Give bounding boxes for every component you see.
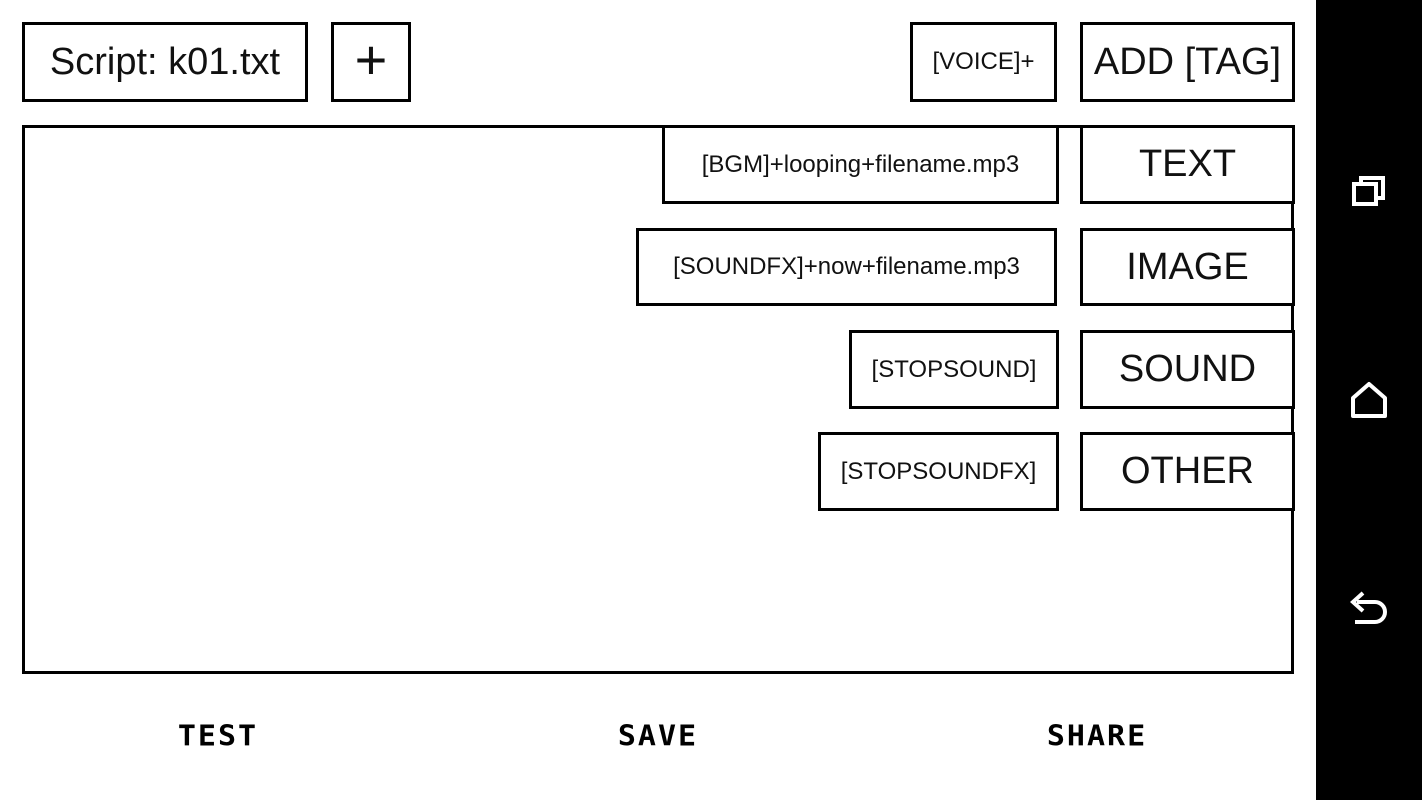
recent-apps-button[interactable]: [1316, 152, 1422, 232]
plus-icon: +: [354, 28, 388, 91]
voice-label: [VOICE]+: [932, 48, 1035, 75]
recent-apps-icon: [1352, 176, 1385, 206]
test-button[interactable]: TEST: [158, 717, 278, 755]
category-label: IMAGE: [1126, 245, 1249, 288]
tag-option-label: [STOPSOUNDFX]: [840, 457, 1037, 485]
back-button[interactable]: [1316, 568, 1422, 648]
tag-option-label: [SOUNDFX]+now+filename.mp3: [673, 253, 1020, 280]
tag-option-stopsound[interactable]: [STOPSOUND]: [849, 330, 1059, 409]
system-navigation-bar: [1316, 0, 1422, 800]
back-icon: [1350, 591, 1387, 624]
tag-option-label: [BGM]+looping+filename.mp3: [701, 150, 1020, 178]
tag-option-label: [STOPSOUND]: [871, 355, 1037, 383]
script-name-button[interactable]: Script: k01.txt: [22, 22, 308, 102]
script-name-label: Script: k01.txt: [49, 40, 281, 83]
category-label: OTHER: [1121, 450, 1254, 492]
home-icon: [1351, 382, 1387, 418]
category-other-button[interactable]: OTHER: [1080, 432, 1295, 511]
category-sound-button[interactable]: SOUND: [1080, 330, 1295, 409]
tag-option-bgm[interactable]: [BGM]+looping+filename.mp3: [662, 125, 1059, 204]
share-label: SHARE: [1046, 719, 1148, 753]
category-label: SOUND: [1118, 348, 1257, 390]
category-text-button[interactable]: TEXT: [1080, 125, 1295, 204]
add-script-button[interactable]: +: [331, 22, 411, 102]
add-tag-label: ADD [TAG]: [1093, 40, 1282, 83]
share-button[interactable]: SHARE: [1027, 717, 1167, 755]
tag-option-stopsoundfx[interactable]: [STOPSOUNDFX]: [818, 432, 1059, 511]
home-button[interactable]: [1316, 360, 1422, 440]
category-label: TEXT: [1138, 143, 1237, 185]
category-image-button[interactable]: IMAGE: [1080, 228, 1295, 306]
test-label: TEST: [177, 719, 259, 753]
voice-button[interactable]: [VOICE]+: [910, 22, 1057, 102]
add-tag-button[interactable]: ADD [TAG]: [1080, 22, 1295, 102]
save-button[interactable]: SAVE: [598, 717, 718, 755]
save-label: SAVE: [617, 719, 699, 753]
tag-option-soundfx[interactable]: [SOUNDFX]+now+filename.mp3: [636, 228, 1057, 306]
